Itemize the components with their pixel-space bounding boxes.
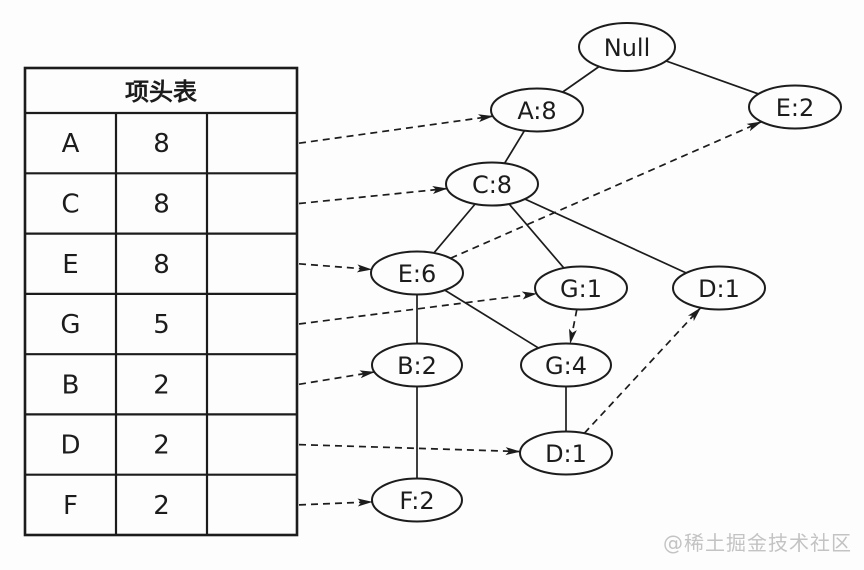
row-item: F bbox=[63, 491, 78, 521]
tree-node-d1-lower: D:1 bbox=[519, 430, 613, 476]
link-edge-row0-A8 bbox=[298, 114, 494, 145]
link-edge-row1-C8 bbox=[298, 186, 448, 205]
table-border bbox=[23, 66, 299, 537]
node-ellipse bbox=[370, 250, 464, 296]
node-label: D:1 bbox=[545, 440, 587, 468]
row-count: 5 bbox=[153, 310, 170, 340]
tree-node-d1-upper: D:1 bbox=[672, 265, 766, 311]
row-item: A bbox=[62, 129, 80, 159]
row-item: G bbox=[60, 310, 80, 340]
tree-node-b2: B:2 bbox=[371, 342, 463, 388]
table-row-b: B 2 bbox=[62, 370, 170, 400]
node-ellipse bbox=[534, 265, 628, 311]
row-count: 2 bbox=[153, 491, 170, 521]
link-edge-row2-E6 bbox=[298, 262, 373, 273]
node-ellipse bbox=[748, 84, 842, 130]
row-count: 8 bbox=[153, 250, 170, 280]
node-label: E:2 bbox=[776, 94, 815, 122]
row-item: B bbox=[62, 370, 80, 400]
header-table: 项头表 A 8 C 8 E 8 G 5 B 2 D 2 F 2 bbox=[23, 66, 299, 537]
tree-node-f2: F:2 bbox=[371, 477, 463, 523]
link-edge-G1-G4 bbox=[569, 309, 578, 345]
node-label: A:8 bbox=[517, 97, 556, 125]
table-row-d: D 2 bbox=[60, 431, 169, 461]
link-edge-row3-G1 bbox=[298, 291, 538, 325]
row-item: E bbox=[62, 250, 78, 280]
tree-node-e2: E:2 bbox=[748, 84, 842, 130]
table-row-c: C 8 bbox=[61, 190, 169, 220]
row-item: C bbox=[61, 190, 79, 220]
link-edge-row4-B2 bbox=[298, 370, 375, 386]
tree-edge-C8-D1a bbox=[491, 183, 720, 289]
tree-node-a8: A:8 bbox=[490, 87, 584, 133]
node-label: G:4 bbox=[545, 352, 587, 380]
tree-node-null: Null bbox=[578, 22, 676, 72]
node-label: C:8 bbox=[472, 171, 512, 199]
node-label: B:2 bbox=[397, 352, 437, 380]
table-row-f: F 2 bbox=[63, 491, 170, 521]
row-count: 8 bbox=[153, 129, 170, 159]
node-label: G:1 bbox=[560, 275, 602, 303]
table-title: 项头表 bbox=[125, 78, 198, 106]
table-row-g: G 5 bbox=[60, 310, 169, 340]
node-ellipse bbox=[490, 87, 584, 133]
row-count: 8 bbox=[153, 190, 170, 220]
table-row-e: E 8 bbox=[62, 250, 169, 280]
tree-node-e6: E:6 bbox=[370, 250, 464, 296]
row-item: D bbox=[60, 431, 80, 461]
tree-nodes: Null A:8 E:2 C:8 E:6 G:1 D:1 B:2 bbox=[370, 22, 842, 523]
node-ellipse bbox=[520, 342, 612, 388]
table-row-a: A 8 bbox=[62, 129, 170, 159]
tree-node-c8: C:8 bbox=[445, 161, 539, 207]
row-count: 2 bbox=[153, 431, 170, 461]
link-edge-D1b-D1a bbox=[583, 307, 702, 434]
node-ellipse bbox=[672, 265, 766, 311]
node-label: F:2 bbox=[399, 487, 434, 515]
link-edge-row5-D1b bbox=[298, 443, 521, 456]
node-ellipse bbox=[445, 161, 539, 207]
node-ellipse bbox=[578, 22, 676, 72]
node-label: E:6 bbox=[398, 260, 437, 288]
node-label: D:1 bbox=[698, 275, 740, 303]
tree-node-g4: G:4 bbox=[520, 342, 612, 388]
node-link-arrows bbox=[298, 114, 762, 507]
row-count: 2 bbox=[153, 370, 170, 400]
watermark-text: @稀土掘金技术社区 bbox=[663, 531, 852, 555]
link-edge-row6-F2 bbox=[298, 498, 373, 507]
node-ellipse bbox=[371, 342, 463, 388]
node-label: Null bbox=[604, 34, 651, 62]
link-edge-E6-E2 bbox=[450, 120, 762, 260]
tree-node-g1: G:1 bbox=[534, 265, 628, 311]
